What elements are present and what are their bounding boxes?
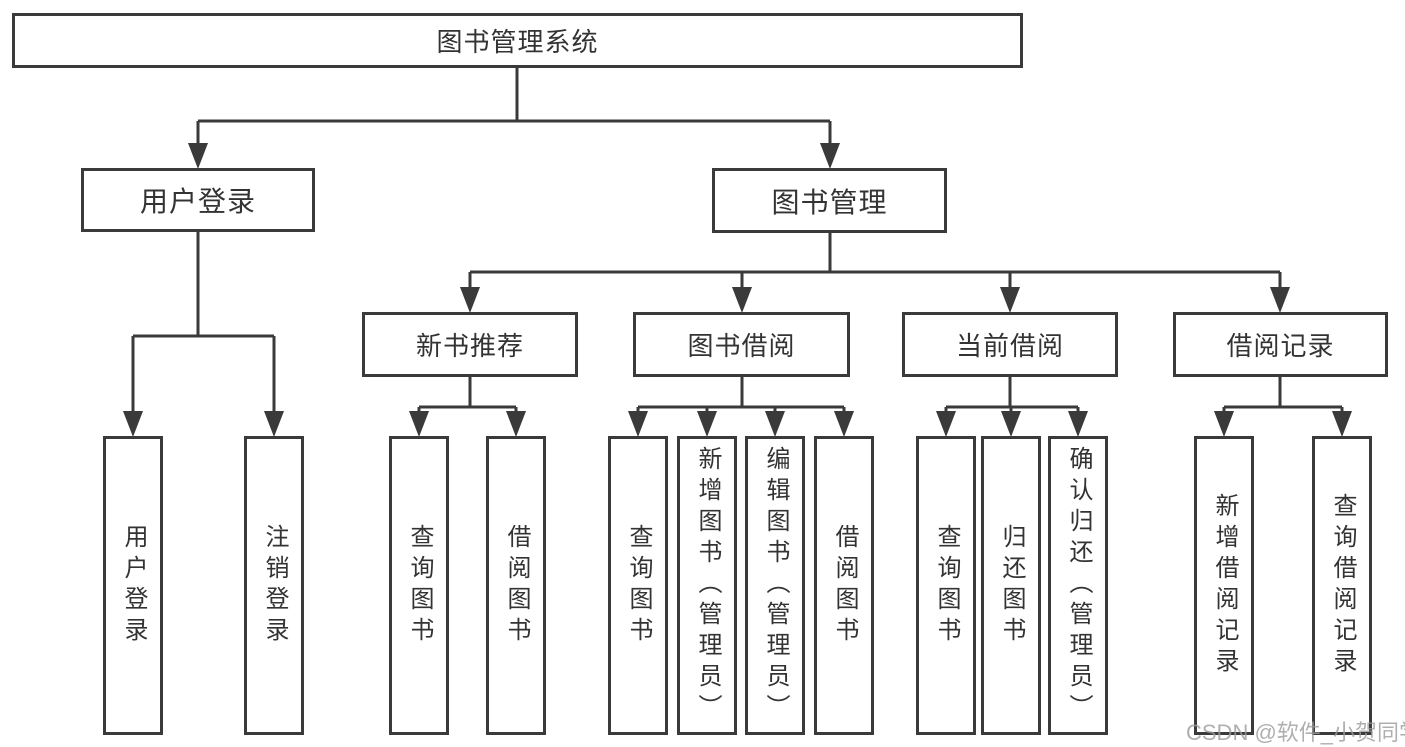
node-borrowing-records-label: 借阅记录 bbox=[1226, 331, 1335, 361]
leaf-user-login-label: 用户登录 bbox=[120, 523, 147, 648]
leaf-edit-books-admin-label: 编辑图书（管理员） bbox=[762, 446, 789, 725]
leaf-logout-label: 注销登录 bbox=[261, 523, 288, 648]
leaf-logout: 注销登录 bbox=[244, 436, 304, 735]
leaf-user-login: 用户登录 bbox=[103, 436, 163, 735]
leaf-borrow-books-recommend: 借阅图书 bbox=[486, 436, 546, 735]
arrowhead-icons bbox=[123, 143, 1352, 437]
node-book-management: 图书管理 bbox=[712, 168, 947, 233]
node-book-borrowing: 图书借阅 bbox=[633, 312, 850, 377]
leaf-query-books-borrowing-label: 查询图书 bbox=[625, 523, 652, 648]
leaf-borrow-books-recommend-label: 借阅图书 bbox=[503, 523, 530, 648]
leaf-edit-books-admin: 编辑图书（管理员） bbox=[745, 436, 805, 735]
root-node: 图书管理系统 bbox=[12, 13, 1023, 68]
node-book-management-label: 图书管理 bbox=[771, 186, 888, 218]
csdn-watermark: CSDN @软件_小贺同学 bbox=[1186, 720, 1405, 745]
node-current-borrowing: 当前借阅 bbox=[902, 312, 1118, 377]
leaf-confirm-return-admin: 确认归还（管理员） bbox=[1048, 436, 1108, 735]
leaf-add-books-admin: 新增图书（管理员） bbox=[677, 436, 737, 735]
node-book-borrowing-label: 图书借阅 bbox=[687, 331, 796, 361]
leaf-return-books-label: 归还图书 bbox=[998, 523, 1025, 648]
node-current-borrowing-label: 当前借阅 bbox=[955, 331, 1064, 361]
leaf-query-books-recommend: 查询图书 bbox=[389, 436, 449, 735]
leaf-borrow-books: 借阅图书 bbox=[814, 436, 874, 735]
leaf-query-borrow-record-label: 查询借阅记录 bbox=[1329, 492, 1356, 679]
leaf-query-books-current: 查询图书 bbox=[916, 436, 976, 735]
node-borrowing-records: 借阅记录 bbox=[1173, 312, 1388, 377]
leaf-confirm-return-admin-label: 确认归还（管理员） bbox=[1065, 446, 1092, 725]
leaf-add-books-admin-label: 新增图书（管理员） bbox=[694, 446, 721, 725]
root-node-label: 图书管理系统 bbox=[436, 27, 599, 57]
leaf-query-borrow-record: 查询借阅记录 bbox=[1312, 436, 1372, 735]
leaf-query-books-borrowing: 查询图书 bbox=[608, 436, 668, 735]
node-user-login: 用户登录 bbox=[81, 168, 315, 232]
leaf-return-books: 归还图书 bbox=[981, 436, 1041, 735]
node-new-book-recommend: 新书推荐 bbox=[362, 312, 578, 377]
node-user-login-label: 用户登录 bbox=[139, 186, 256, 217]
leaf-query-books-recommend-label: 查询图书 bbox=[406, 523, 433, 648]
leaf-borrow-books-label: 借阅图书 bbox=[831, 523, 858, 648]
node-new-book-recommend-label: 新书推荐 bbox=[415, 331, 524, 361]
leaf-add-borrow-record: 新增借阅记录 bbox=[1194, 436, 1254, 735]
leaf-add-borrow-record-label: 新增借阅记录 bbox=[1211, 492, 1238, 679]
leaf-query-books-current-label: 查询图书 bbox=[933, 523, 960, 648]
